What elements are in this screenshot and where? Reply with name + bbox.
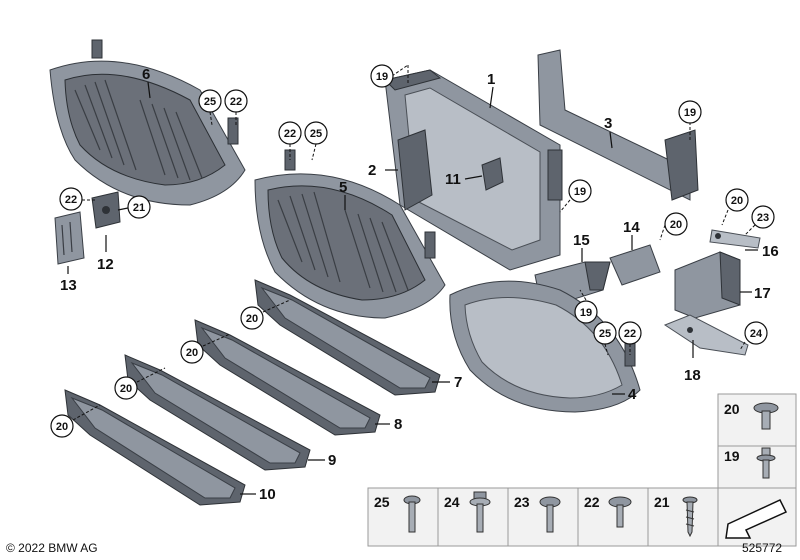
part-3-upper-rail — [537, 49, 699, 201]
callout-4: 4 — [628, 386, 637, 403]
legend-24-label: 24 — [444, 494, 460, 510]
callout-14: 14 — [623, 219, 640, 236]
circled-19-top: 19 — [376, 71, 388, 83]
callout-5: 5 — [339, 179, 347, 196]
callout-13: 13 — [60, 277, 77, 294]
legend-19-label: 19 — [724, 448, 740, 464]
screw-23-icon — [539, 496, 561, 533]
copyright-text: © 2022 BMW AG — [6, 541, 98, 555]
part-8-air-guide — [194, 319, 381, 436]
callout-16: 16 — [762, 243, 779, 260]
legend-23-label: 23 — [514, 494, 530, 510]
legend-21-label: 21 — [654, 494, 670, 510]
callout-8: 8 — [394, 416, 402, 433]
callout-3: 3 — [604, 115, 612, 132]
circled-22-small: 22 — [65, 194, 77, 206]
callout-12: 12 — [97, 256, 114, 273]
callout-6: 6 — [142, 66, 150, 83]
fastener-legend-row: 25 24 23 22 21 — [367, 393, 797, 547]
legend-25-label: 25 — [374, 494, 390, 510]
part-9-air-guide — [124, 354, 311, 471]
circled-20-bracket: 20 — [731, 195, 743, 207]
screw-22-icon — [608, 496, 632, 528]
circled-25-lower: 25 — [599, 328, 611, 340]
part-2-side-bracket — [397, 129, 433, 211]
callout-10: 10 — [259, 486, 276, 503]
callout-2: 2 — [368, 162, 376, 179]
callout-labels: 1 2 3 4 5 6 7 8 9 10 11 12 13 14 15 16 1 — [60, 66, 779, 503]
circled-19-lower: 19 — [580, 307, 592, 319]
part-12-bracket — [91, 191, 121, 229]
part-13-bracket — [54, 211, 85, 265]
screw-25-icon — [403, 495, 421, 533]
circled-19-mid: 19 — [574, 186, 586, 198]
circled-25-upper: 25 — [204, 96, 216, 108]
part-17-duct — [674, 251, 741, 319]
circled-20-part9: 20 — [120, 383, 132, 395]
circled-22-upper: 22 — [230, 96, 242, 108]
legend-20-label: 20 — [724, 401, 740, 417]
rivet-19-icon — [756, 447, 776, 479]
circled-24: 24 — [750, 328, 763, 340]
circled-19-right: 19 — [684, 107, 696, 119]
circled-20-part7: 20 — [246, 313, 258, 325]
part-1-carrier — [384, 69, 563, 271]
part-18-bracket — [663, 314, 749, 356]
callout-9: 9 — [328, 452, 336, 469]
part-10-air-guide — [64, 389, 246, 506]
part-16-bracket — [709, 229, 761, 249]
circled-20-part10: 20 — [56, 421, 68, 433]
part-4-lower-frame — [449, 280, 641, 413]
circled-25-mid: 25 — [310, 128, 322, 140]
direction-arrow-icon — [725, 499, 788, 539]
part-5-grille-frame — [254, 149, 446, 319]
circled-references: 19 19 19 19 20 20 20 20 20 20 21 — [50, 64, 775, 438]
circled-20-part8: 20 — [186, 347, 198, 359]
circled-21: 21 — [133, 202, 145, 214]
callout-18: 18 — [684, 367, 701, 384]
circled-22-mid: 22 — [284, 128, 296, 140]
callout-1: 1 — [487, 71, 495, 88]
legend-22-label: 22 — [584, 494, 600, 510]
circled-20-duct: 20 — [670, 219, 682, 231]
callout-11: 11 — [445, 171, 461, 188]
diagram-number: 525772 — [742, 541, 782, 555]
screw-24-icon — [469, 491, 491, 533]
part-14-air-duct — [609, 244, 661, 286]
part-11-clip — [481, 157, 504, 191]
circled-22-lower: 22 — [624, 328, 636, 340]
clip-20-icon — [753, 402, 779, 430]
part-6-grille-frame — [49, 39, 246, 206]
screw-21-icon — [682, 496, 698, 538]
circled-23: 23 — [757, 212, 769, 224]
callout-15: 15 — [573, 232, 590, 249]
callout-17: 17 — [754, 285, 771, 302]
part-7-air-guide — [254, 279, 441, 396]
callout-7: 7 — [454, 374, 462, 391]
